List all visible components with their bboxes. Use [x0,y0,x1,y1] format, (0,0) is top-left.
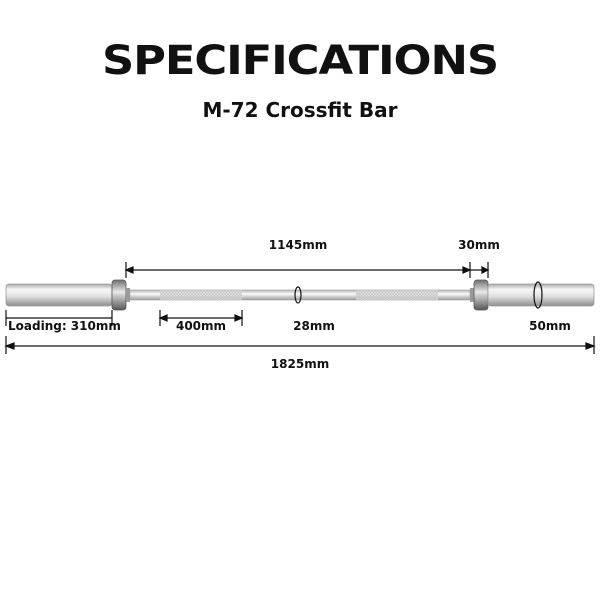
left-knurling [160,290,242,300]
product-name: M-72 Crossfit Bar [202,98,398,122]
right-knurling [356,290,438,300]
barbell [5,279,595,311]
shaft-diameter-marker [294,286,302,304]
collar-width-label: 30mm [458,238,500,252]
left-collar [111,279,127,311]
knurl-length-label: 400mm [176,319,226,333]
loading-length-label: Loading: 310mm [8,319,121,333]
shaft-diameter-label: 28mm [293,319,335,333]
total-length-label: 1825mm [271,357,329,371]
right-collar-ring [470,288,474,302]
sleeve-diameter-label: 50mm [529,319,571,333]
inner-length-label: 1145mm [269,238,327,252]
left-sleeve [5,283,113,307]
page-title: SPECIFICATIONS [102,38,499,84]
sleeve-diameter-marker [533,281,543,309]
right-sleeve [487,283,595,307]
right-collar [473,279,489,311]
left-collar-ring [126,288,130,302]
